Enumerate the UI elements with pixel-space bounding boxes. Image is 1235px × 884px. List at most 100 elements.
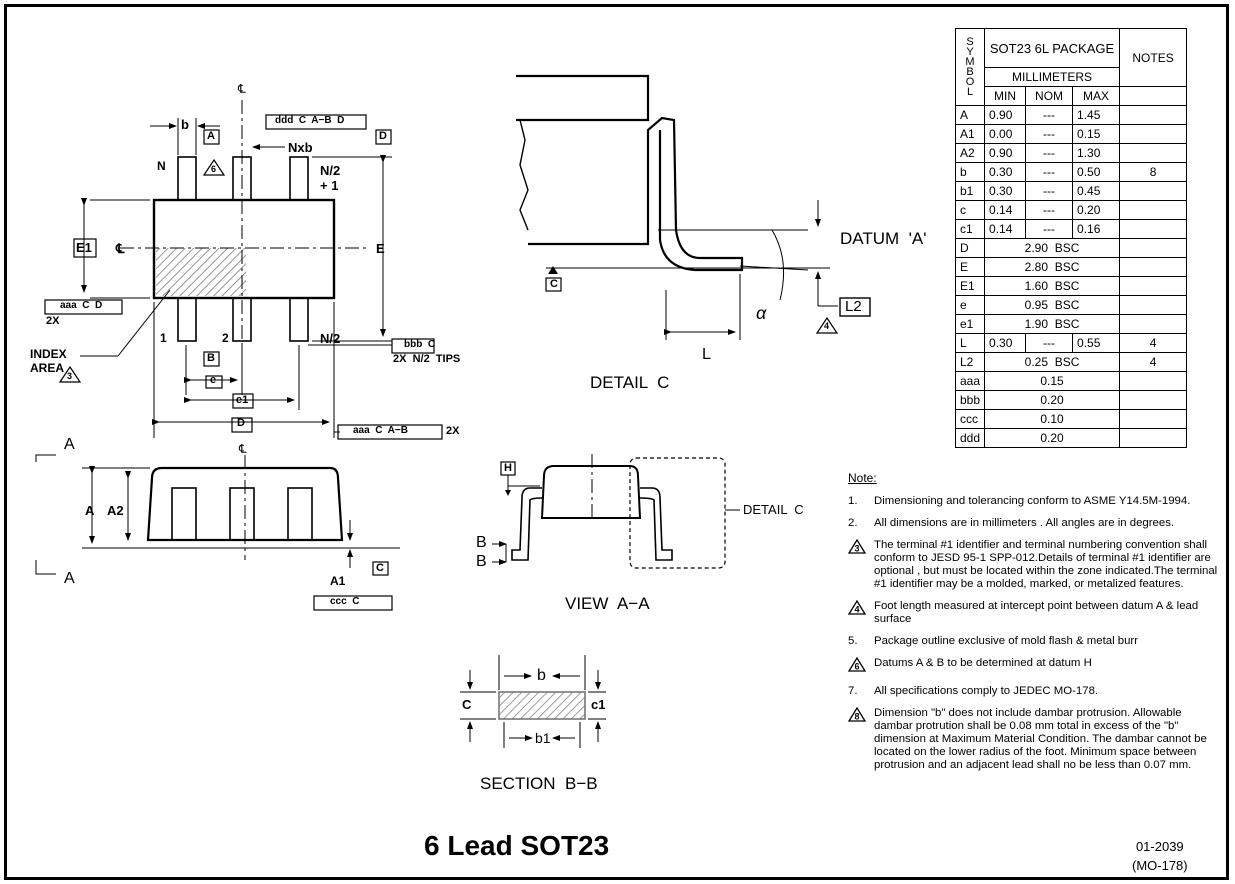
datum-a-tag: A <box>207 130 215 142</box>
label-2x-tips: 2X N/2 TIPS <box>393 353 461 365</box>
datum-b-tag: B <box>207 352 215 364</box>
dim-e-tag: e <box>210 374 217 386</box>
detail-c-callout: DETAIL C <box>743 502 804 517</box>
drawing-title: 6 Lead SOT23 <box>424 830 610 861</box>
dim-c1-section: c1 <box>591 697 606 712</box>
cell-symbol: e1 <box>954 314 986 334</box>
label-2x: 2X <box>46 315 60 327</box>
cell-value: 0.10 <box>984 409 1121 429</box>
section-bb <box>460 655 606 748</box>
label-pin2: 2 <box>222 331 229 345</box>
side-datum-c: C <box>376 562 384 574</box>
note-text: Dimensioning and tolerancing conform to … <box>874 495 1191 507</box>
cell-max: 0.16 <box>1072 219 1121 239</box>
dim-d-tag: D <box>237 417 245 429</box>
ref-4-triangle: 4 <box>824 321 830 331</box>
label-centerline: ℄ <box>238 82 246 96</box>
ref-3-triangle: 3 <box>67 371 73 381</box>
cell-min: 0.14 <box>984 200 1027 220</box>
dim-c-section: C <box>462 697 472 712</box>
cell-nom: --- <box>1025 219 1074 239</box>
cell-max: 0.15 <box>1072 124 1121 144</box>
datum-a-label: DATUM 'A' <box>840 229 927 248</box>
note-number: 1. <box>848 495 858 507</box>
note-text: Package outline exclusive of mold flash … <box>874 635 1139 647</box>
cell-value: 2.80 BSC <box>984 257 1121 277</box>
dim-b1-section: b1 <box>535 730 551 746</box>
cell-min: 0.14 <box>984 219 1027 239</box>
section-bb-label: SECTION B−B <box>480 774 598 793</box>
top-view <box>44 100 443 440</box>
datum-d-tag: D <box>379 130 387 142</box>
svg-text:6: 6 <box>854 662 859 672</box>
cell-symbol: ddd <box>954 428 986 448</box>
notes-heading: Note: <box>848 471 877 485</box>
cell-notes <box>1119 428 1188 448</box>
notes-header: NOTES <box>1119 28 1188 87</box>
side-centerline: ℄ <box>239 442 247 456</box>
cell-notes <box>1119 238 1188 258</box>
label-e: E <box>376 241 385 256</box>
note-item: 2.All dimensions are in millimeters . Al… <box>848 517 1220 530</box>
cell-max: 0.20 <box>1072 200 1121 220</box>
package-header: SOT23 6L PACKAGE <box>984 28 1121 68</box>
dim-l2-label: L2 <box>845 298 862 315</box>
cell-value: 0.95 BSC <box>984 295 1121 315</box>
dim-a2-label: A2 <box>107 503 124 518</box>
dim-e1-tag: e1 <box>236 394 249 406</box>
max-header: MAX <box>1072 86 1121 106</box>
detail-c-label: DETAIL C <box>590 373 670 392</box>
fcf-aaa: aaa C D <box>60 300 103 311</box>
cell-notes <box>1119 200 1188 220</box>
alpha-label: α <box>756 303 767 323</box>
note-triangle-marker: 8 <box>847 706 874 772</box>
cell-nom: --- <box>1025 200 1074 220</box>
index-area-label: INDEX AREA <box>30 347 67 375</box>
dim-b-section: b <box>537 667 546 684</box>
doc-ref: (MO-178) <box>1132 858 1188 873</box>
cell-symbol: A2 <box>954 143 986 163</box>
cell-max: 1.30 <box>1072 143 1121 163</box>
notes-col-spacer <box>1119 86 1188 106</box>
cell-notes <box>1119 181 1188 201</box>
cell-max: 0.50 <box>1072 162 1121 182</box>
label-pin1: 1 <box>160 331 167 345</box>
cell-value: 1.90 BSC <box>984 314 1121 334</box>
cell-symbol: E <box>954 257 986 277</box>
note-item: 1. Dimensioning and tolerancing conform t… <box>848 495 1220 508</box>
note-text: Dimension "b" does not include dambar pr… <box>874 707 1207 771</box>
cell-nom: --- <box>1025 333 1074 353</box>
cell-symbol: ccc <box>954 409 986 429</box>
svg-text:3: 3 <box>854 544 859 554</box>
cell-value: 2.90 BSC <box>984 238 1121 258</box>
cell-max: 0.45 <box>1072 181 1121 201</box>
cell-notes: 8 <box>1119 162 1188 182</box>
cell-symbol: E1 <box>954 276 986 296</box>
label-n: N <box>157 159 166 173</box>
detail-datum-c: C <box>550 278 558 290</box>
cell-symbol: aaa <box>954 371 986 391</box>
label-n2: N/2 <box>320 331 341 346</box>
note-item: 5.Package outline exclusive of mold flas… <box>848 635 1220 648</box>
cell-nom: --- <box>1025 143 1074 163</box>
side-view <box>35 454 400 611</box>
svg-text:8: 8 <box>854 712 859 722</box>
label-centerline-h: ℄ <box>116 241 125 256</box>
notes-section: Note: 1. Dimensioning and tolerancing con… <box>847 471 1220 781</box>
cell-symbol: c1 <box>954 219 986 239</box>
cell-notes <box>1119 371 1188 391</box>
cell-symbol: b <box>954 162 986 182</box>
